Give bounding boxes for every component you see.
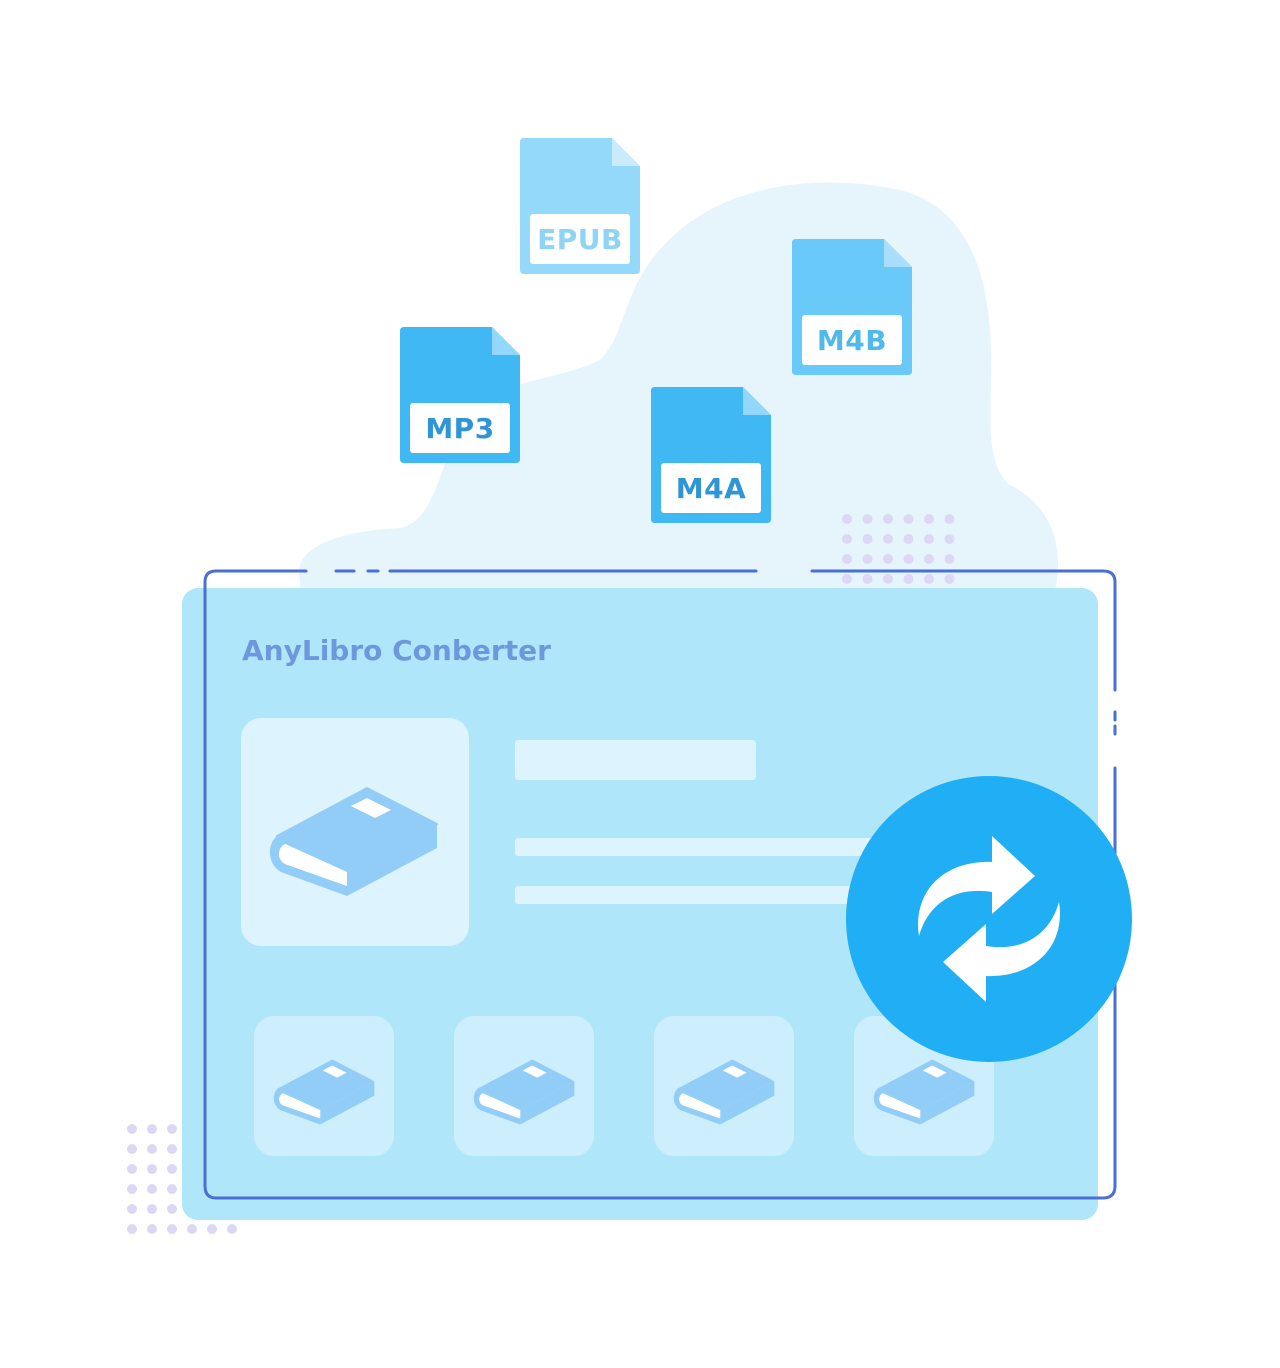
file-epub: EPUB: [520, 138, 640, 274]
file-m4b-label: M4B: [802, 315, 902, 365]
decor-dot: [147, 1224, 157, 1234]
decor-dot: [924, 514, 934, 524]
decor-dot: [883, 514, 893, 524]
decor-dot: [167, 1184, 177, 1194]
book-icon: [269, 787, 438, 896]
decor-dot: [147, 1204, 157, 1214]
decor-dot: [883, 534, 893, 544]
decor-dot: [862, 574, 873, 584]
decor-dot: [147, 1144, 157, 1154]
decor-dot: [167, 1124, 177, 1134]
decor-dot: [924, 554, 934, 564]
dot-grid-bottom-left: [127, 1124, 237, 1234]
book-icon: [473, 1059, 575, 1125]
decor-dot: [944, 554, 955, 564]
file-mp3-label: MP3: [410, 403, 510, 453]
decor-dot: [842, 514, 852, 524]
decor-dot: [167, 1204, 177, 1214]
decor-dot: [924, 534, 934, 544]
decor-dot: [903, 574, 914, 584]
decor-dot: [883, 574, 893, 584]
decor-dot: [944, 534, 955, 544]
decor-dot: [862, 514, 873, 524]
book-icon: [273, 1059, 375, 1125]
decor-dot: [167, 1224, 177, 1234]
decor-dot: [207, 1224, 217, 1234]
decor-dot: [903, 514, 914, 524]
file-m4b: M4B: [792, 239, 912, 375]
file-fold: [492, 327, 520, 355]
decor-dot: [147, 1164, 157, 1174]
file-fold: [743, 387, 771, 415]
decor-dot: [187, 1224, 197, 1234]
file-epub-label: EPUB: [530, 214, 630, 264]
decor-dot: [167, 1144, 177, 1154]
book-thumbnail[interactable]: [454, 1016, 594, 1156]
decor-dot: [127, 1204, 137, 1214]
decor-dot: [127, 1164, 137, 1174]
decor-dot: [924, 574, 934, 584]
decor-dot: [862, 554, 873, 564]
decor-dot: [167, 1164, 177, 1174]
decor-dot: [903, 534, 914, 544]
convert-button[interactable]: [846, 776, 1132, 1062]
decor-dot: [842, 534, 852, 544]
detail-placeholder-bar: [515, 838, 875, 856]
book-thumbnail[interactable]: [654, 1016, 794, 1156]
title-placeholder-bar: [515, 740, 756, 780]
app-title: AnyLibro Conberter: [242, 634, 551, 667]
file-fold: [884, 239, 912, 267]
file-m4a: M4A: [651, 387, 771, 523]
decor-dot: [883, 554, 893, 564]
file-m4a-label: M4A: [661, 463, 761, 513]
decor-dot: [147, 1124, 157, 1134]
decor-dot: [842, 554, 852, 564]
decor-dot: [127, 1144, 137, 1154]
book-thumbnail[interactable]: [254, 1016, 394, 1156]
decor-dot: [903, 554, 914, 564]
decor-dot: [944, 514, 955, 524]
book-cover-card[interactable]: [241, 718, 469, 946]
decor-dot: [127, 1224, 137, 1234]
refresh-icon: [918, 836, 1060, 1002]
decor-dot: [147, 1184, 157, 1194]
decor-dot: [944, 574, 955, 584]
decor-dot: [127, 1184, 137, 1194]
book-icon: [673, 1059, 775, 1125]
file-fold: [612, 138, 640, 166]
decor-dot: [127, 1124, 137, 1134]
decor-dot: [842, 574, 852, 584]
decor-dot: [227, 1224, 237, 1234]
detail-placeholder-bar: [515, 886, 875, 904]
file-mp3: MP3: [400, 327, 520, 463]
decor-dot: [862, 534, 873, 544]
